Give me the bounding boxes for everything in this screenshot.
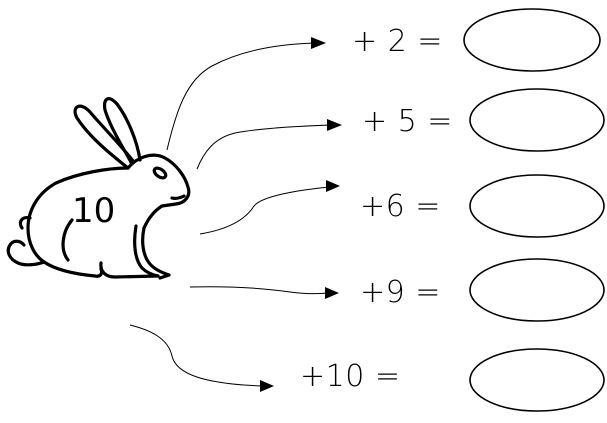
equation-1: + 2 = [352,24,443,59]
arrowhead-4 [325,287,339,299]
equation-5: +10 = [300,359,400,394]
arrow-4 [189,286,329,295]
equation-4: +9 = [360,275,441,310]
arrows [129,42,333,387]
arrow-2 [196,124,333,170]
answer-ovals [463,8,605,412]
equation-3: +6 = [360,189,441,224]
answer-oval-2[interactable] [469,88,605,152]
arrowheads [260,37,342,392]
arrowhead-1 [311,37,326,49]
arrowhead-5 [260,380,274,392]
arrowhead-3 [326,180,340,192]
arrowhead-2 [327,119,342,131]
answer-oval-3[interactable] [469,174,605,238]
arrow-1 [166,42,316,151]
rabbit-number: 10 [72,191,115,231]
answer-oval-4[interactable] [469,258,605,322]
answer-oval-5[interactable] [469,348,605,412]
equation-2: + 5 = [362,104,453,139]
rabbit-icon [6,97,191,280]
arrow-3 [199,186,331,235]
arrow-5 [129,324,264,387]
answer-oval-1[interactable] [463,8,601,72]
